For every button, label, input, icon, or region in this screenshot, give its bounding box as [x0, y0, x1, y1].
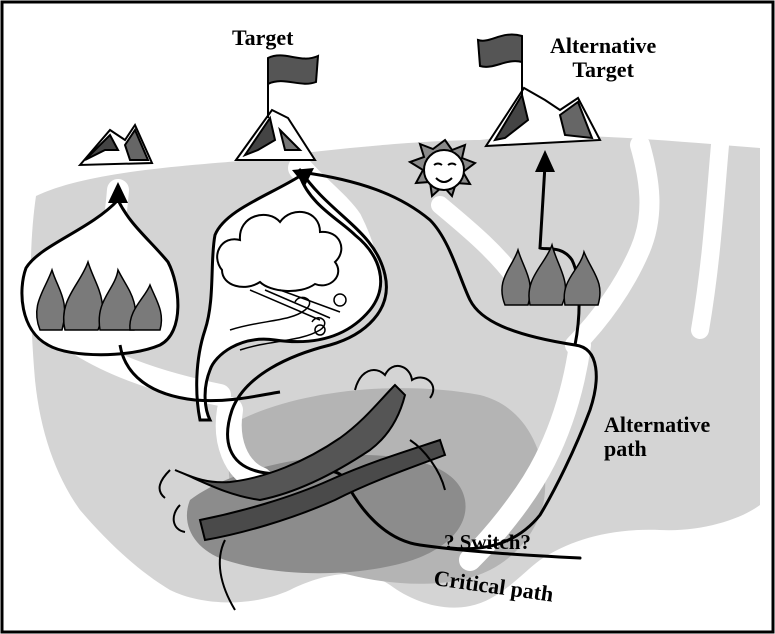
alternative-path-line2: path [604, 436, 647, 461]
critical-path-line [226, 168, 582, 560]
switch-label: ? Switch? [444, 530, 531, 554]
fire-icon [501, 242, 601, 306]
alternative-target-line1: Alternative [550, 33, 657, 58]
mountain-icon [484, 86, 602, 148]
mountain-icon [77, 122, 154, 167]
flag-icon [476, 33, 523, 95]
mountain-icon [234, 108, 317, 161]
left-connector [118, 344, 281, 403]
arrow-target-peak [292, 168, 314, 186]
arrow-left-peak [108, 182, 128, 203]
alternative-target-label: Alternative Target [550, 34, 656, 82]
alternative-path-line1: Alternative [604, 412, 711, 437]
arrow-alt-peak [535, 150, 555, 172]
sun-icon [407, 138, 478, 199]
wind-icon [229, 289, 347, 351]
right-branch [538, 164, 581, 346]
target-label: Target [232, 25, 294, 50]
alternative-target-line2: Target [572, 57, 634, 82]
storm-cloud-icon [216, 210, 343, 292]
alternative-path-line [298, 170, 598, 551]
flag-icon [267, 54, 320, 118]
fire-icon [35, 259, 163, 331]
alternative-path-label: Alternative path [604, 413, 710, 461]
fallen-tree-icon [158, 365, 447, 611]
